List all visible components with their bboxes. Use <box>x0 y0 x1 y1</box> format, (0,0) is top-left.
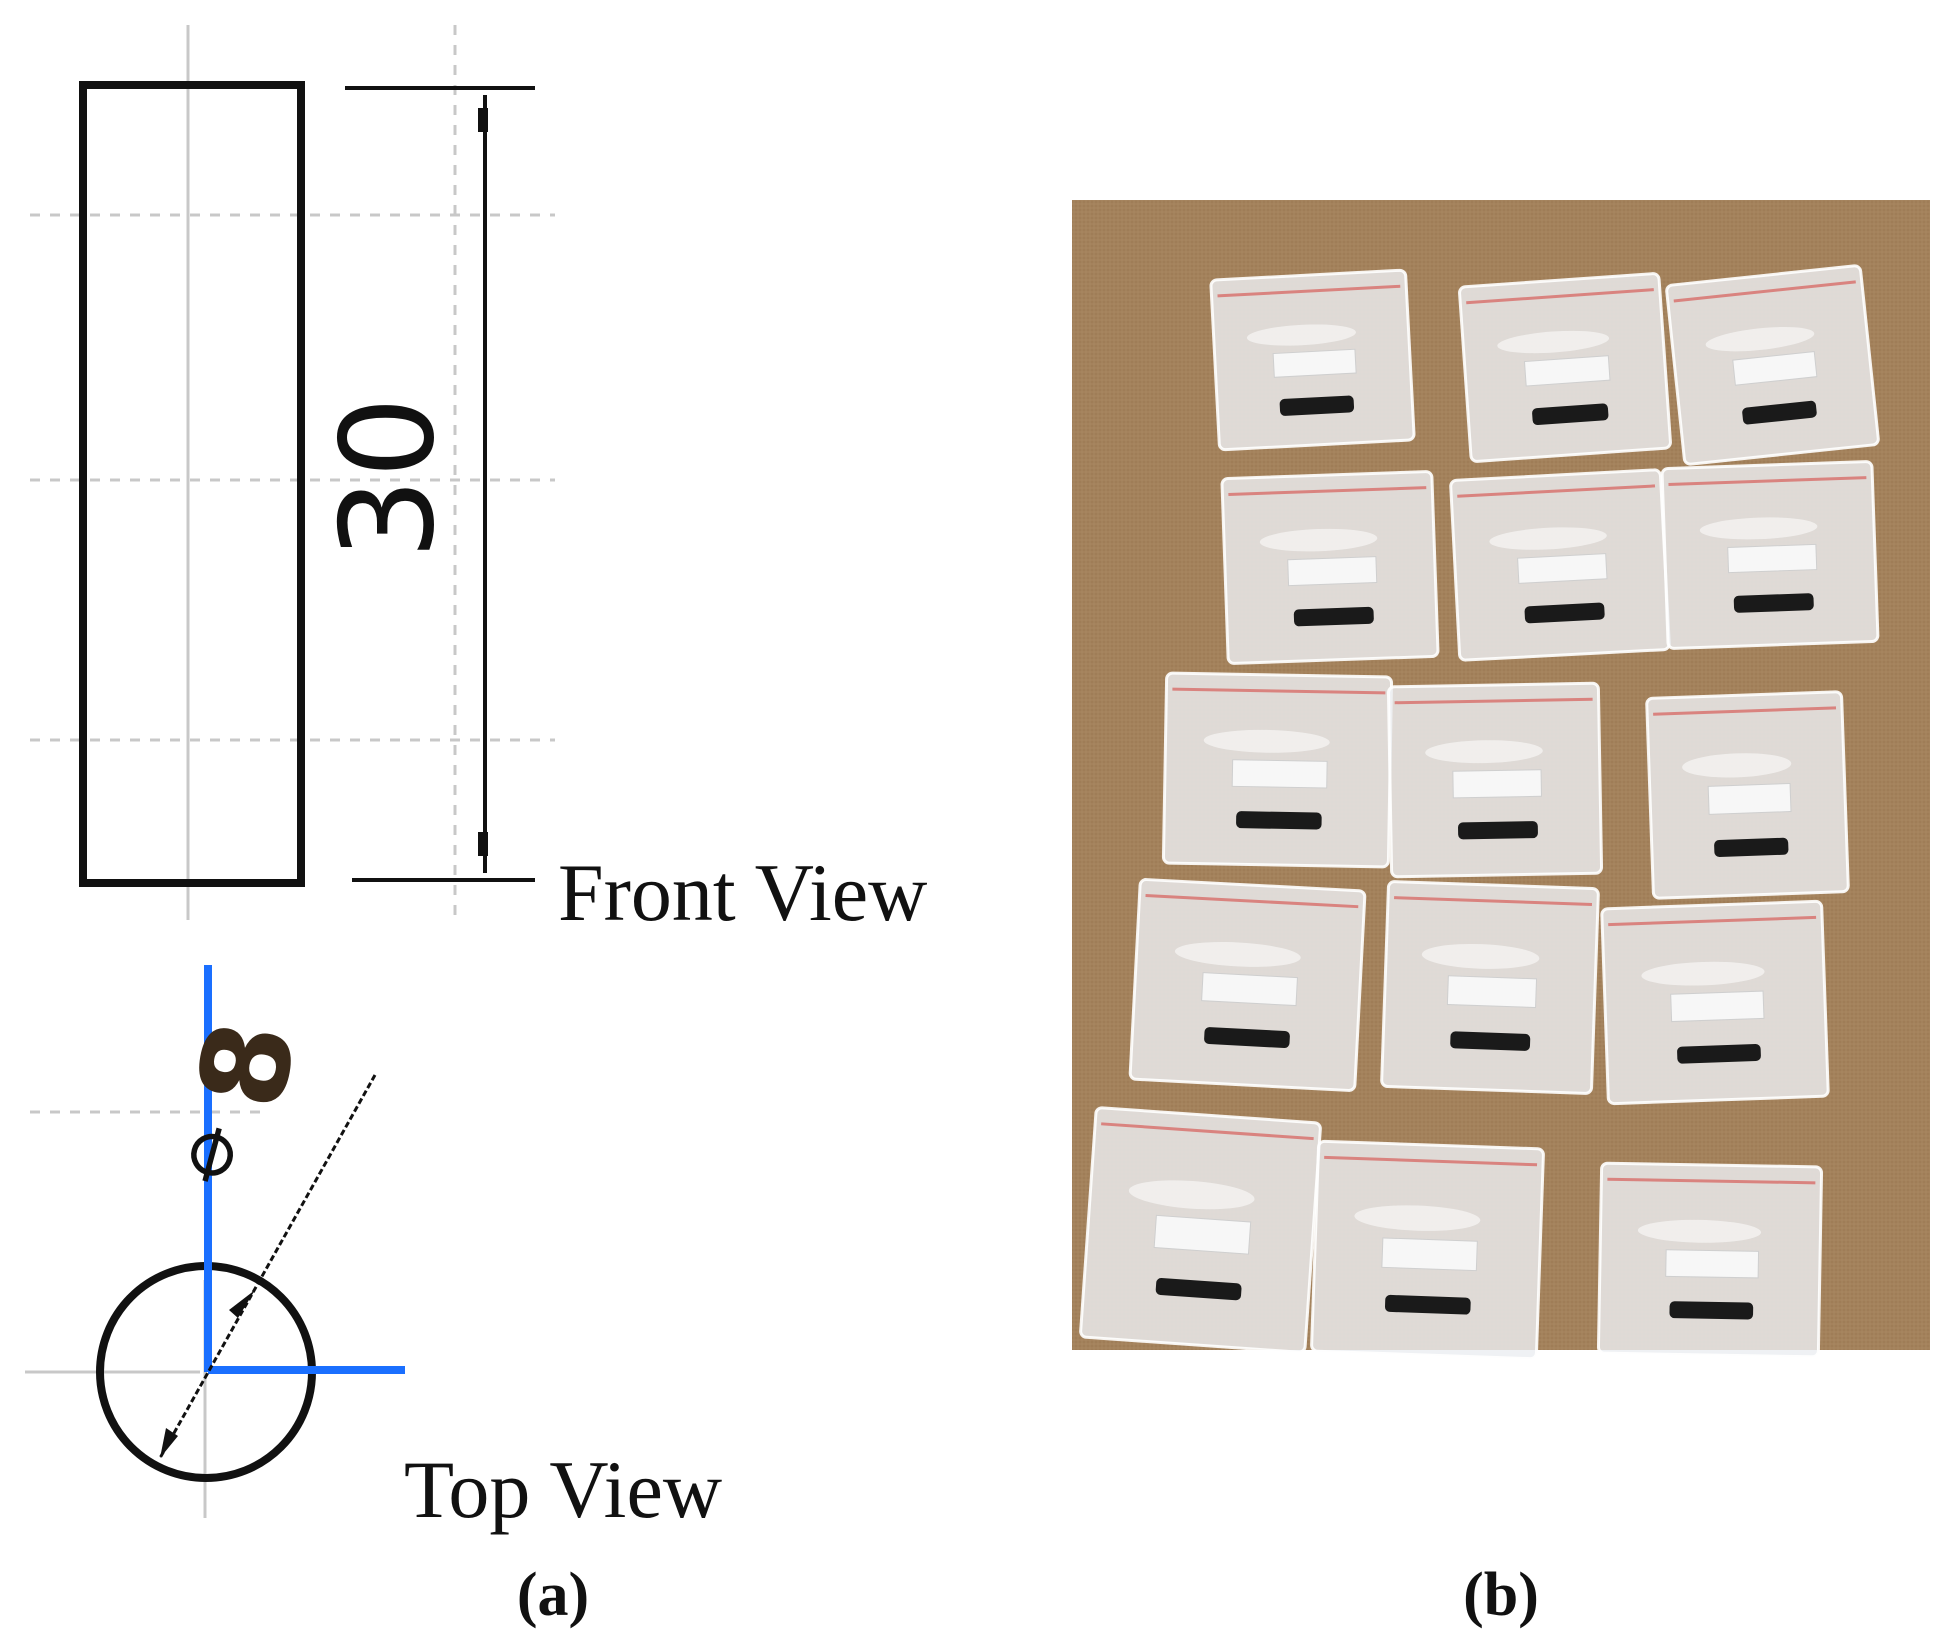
sample-bag <box>1596 1161 1824 1359</box>
bag-zip-seal <box>1607 1177 1816 1185</box>
bag-zip-seal <box>1324 1155 1538 1167</box>
bag-zip-seal <box>1217 284 1401 298</box>
sample-bag <box>1665 264 1880 466</box>
bag-zip-seal <box>1653 706 1837 716</box>
bag-glare <box>1699 517 1818 540</box>
bag-zip-seal <box>1394 896 1593 907</box>
bag-zip-seal <box>1608 915 1817 927</box>
bag-label-tag <box>1287 556 1378 587</box>
cylinder-sample <box>1714 837 1789 858</box>
bag-label-tag <box>1446 975 1538 1009</box>
bag-zip-seal <box>1673 280 1856 303</box>
cylinder-sample <box>1450 1031 1531 1051</box>
sample-bag <box>1458 272 1672 463</box>
sample-bags <box>1079 264 1880 1361</box>
sample-bag <box>1128 878 1367 1092</box>
cylinder-sample <box>1458 821 1538 840</box>
diameter-arrow-head-upper <box>229 1290 255 1318</box>
dimension-arrow-bottom <box>478 832 488 856</box>
sample-bag <box>1660 460 1880 650</box>
cylinder-sample <box>1669 1301 1754 1320</box>
bag-label-tag <box>1707 782 1792 815</box>
front-view-label: Front View <box>558 847 927 938</box>
bag-glare <box>1128 1180 1255 1210</box>
cylinder-sample <box>1733 593 1814 613</box>
bag-glare <box>1421 943 1540 969</box>
bag-glare <box>1354 1205 1481 1231</box>
sample-bag <box>1079 1106 1322 1354</box>
top-view-drawing: ⌀ 8 <box>96 965 405 1482</box>
bag-label-tag <box>1231 759 1328 789</box>
sample-bag <box>1380 880 1600 1095</box>
cylinder-sample <box>1279 395 1355 416</box>
cylinder-sample <box>1155 1277 1242 1301</box>
bag-label-tag <box>1517 553 1608 584</box>
cylinder-sample <box>1293 606 1374 627</box>
cylinder-sample <box>1742 400 1817 425</box>
cylinder-sample <box>1677 1044 1761 1064</box>
bag-label-tag <box>1272 348 1357 378</box>
bag-label-tag <box>1523 355 1611 387</box>
bag-label-tag <box>1201 972 1298 1007</box>
bag-zip-seal <box>1228 486 1427 497</box>
bag-label-tag <box>1727 543 1818 574</box>
cylinder-front-outline <box>79 81 305 887</box>
bag-label-tag <box>1732 351 1818 386</box>
bag-glare <box>1489 527 1607 550</box>
sample-bag <box>1220 470 1440 665</box>
bag-label-tag <box>1670 990 1765 1023</box>
sample-bag <box>1310 1139 1545 1361</box>
construction-grid <box>25 25 555 1518</box>
bag-label-tag <box>1153 1214 1252 1255</box>
bag-glare <box>1425 740 1543 764</box>
bag-glare <box>1203 729 1330 753</box>
bag-glare <box>1641 961 1765 986</box>
front-view-drawing: 30 <box>79 81 535 887</box>
dimension-arrow-top <box>478 108 488 132</box>
cylinder-sample <box>1384 1294 1471 1315</box>
bag-zip-seal <box>1394 697 1593 705</box>
caption-a: (a) <box>517 1561 589 1629</box>
bag-glare <box>1497 330 1610 354</box>
bag-glare <box>1637 1219 1762 1243</box>
sample-bag <box>1161 671 1394 869</box>
top-view-label: Top View <box>404 1444 722 1535</box>
caption-b: (b) <box>1463 1561 1539 1629</box>
bag-glare <box>1174 942 1301 967</box>
sample-bag <box>1386 681 1604 879</box>
diameter-arrow-head <box>160 1428 178 1458</box>
sample-bag <box>1645 690 1850 900</box>
cylinder-sample <box>1236 811 1322 830</box>
cylinder-sample <box>1204 1027 1290 1049</box>
sample-bag <box>1600 899 1830 1106</box>
panel-b: (b) <box>1072 200 1930 1629</box>
bag-label-tag <box>1665 1249 1760 1279</box>
sample-bag <box>1209 268 1416 452</box>
bag-glare <box>1682 753 1792 778</box>
sample-bag <box>1449 468 1671 662</box>
bag-glare <box>1259 528 1378 552</box>
bag-glare <box>1246 324 1356 346</box>
bag-zip-seal <box>1145 894 1359 909</box>
bag-glare <box>1705 327 1815 352</box>
bag-zip-seal <box>1101 1122 1314 1141</box>
bag-label-tag <box>1452 769 1543 799</box>
bag-zip-seal <box>1466 288 1654 305</box>
cylinder-sample <box>1532 403 1609 426</box>
bag-label-tag <box>1381 1237 1478 1272</box>
cylinder-sample <box>1524 602 1605 624</box>
bag-zip-seal <box>1172 687 1386 695</box>
panel-a: 30 Front View ⌀ 8 Top View (a) <box>25 25 927 1629</box>
dimension-height-text: 30 <box>314 397 463 560</box>
bag-zip-seal <box>1668 476 1867 486</box>
dimension-line-diameter <box>158 1074 377 1459</box>
bag-zip-seal <box>1457 484 1656 498</box>
